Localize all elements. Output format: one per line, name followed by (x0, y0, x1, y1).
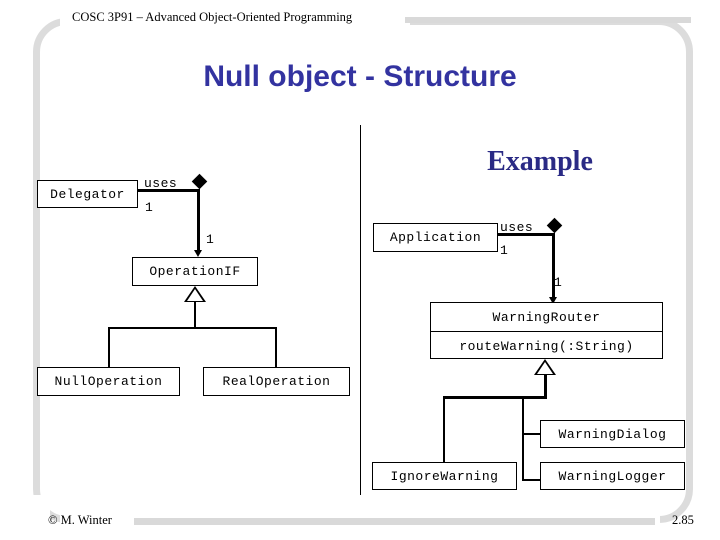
inherit-drop-ignorewarning (443, 396, 445, 462)
uml-class-warningrouter[interactable]: WarningRouter routeWarning(:String) (430, 302, 663, 359)
generalization-triangle-left (184, 286, 206, 302)
uml-class-realoperation[interactable]: RealOperation (203, 367, 350, 396)
uml-class-warningrouter-name: WarningRouter (492, 309, 601, 325)
frame-notch-top (60, 10, 410, 30)
page-title: Null object - Structure (203, 60, 517, 93)
course-header: COSC 3P91 – Advanced Object-Oriented Pro… (72, 10, 353, 24)
footer-page-number: 2.85 (672, 513, 694, 527)
assoc-arrowhead-right (549, 297, 557, 304)
multiplicity-source-left: 1 (145, 200, 154, 215)
uml-class-nulloperation[interactable]: NullOperation (37, 367, 180, 396)
multiplicity-target-left: 1 (206, 232, 215, 247)
uml-class-application[interactable]: Application (373, 223, 498, 252)
footer-rule (134, 518, 655, 525)
uml-class-warningrouter-operation: routeWarning(:String) (431, 331, 662, 360)
assoc-line-h-right (498, 233, 555, 236)
inherit-branch-warninglogger (522, 479, 541, 481)
uml-class-ignorewarning[interactable]: IgnoreWarning (372, 462, 517, 490)
assoc-line-v-right (552, 233, 555, 299)
panel-divider (360, 125, 361, 495)
inherit-stem-left (194, 302, 196, 328)
uml-class-operationif[interactable]: OperationIF (132, 257, 258, 286)
association-label-uses-left: uses (144, 176, 178, 191)
footer-copyright: © M. Winter (48, 513, 112, 527)
inherit-fork-right (443, 396, 547, 399)
example-heading: Example (487, 146, 593, 177)
frame-notch-bottom-left (26, 495, 50, 529)
inherit-drop-nulloperation (108, 327, 110, 367)
generalization-triangle-right (534, 359, 556, 375)
assoc-line-h-left (138, 189, 200, 192)
inherit-bus-right (522, 396, 524, 480)
assoc-arrowhead-left (194, 250, 202, 257)
assoc-line-v-left (197, 189, 200, 251)
multiplicity-source-right: 1 (500, 243, 509, 258)
inherit-fork-left (108, 327, 276, 329)
uml-class-delegator[interactable]: Delegator (37, 180, 138, 208)
inherit-branch-warningdialog (522, 433, 541, 435)
uml-class-warningdialog[interactable]: WarningDialog (540, 420, 685, 448)
inherit-stem-right (544, 375, 547, 398)
inherit-drop-realoperation (275, 327, 277, 367)
multiplicity-target-right: 1 (554, 275, 563, 290)
uml-class-warninglogger[interactable]: WarningLogger (540, 462, 685, 490)
association-label-uses-right: uses (500, 220, 534, 235)
header-rule (405, 17, 691, 23)
